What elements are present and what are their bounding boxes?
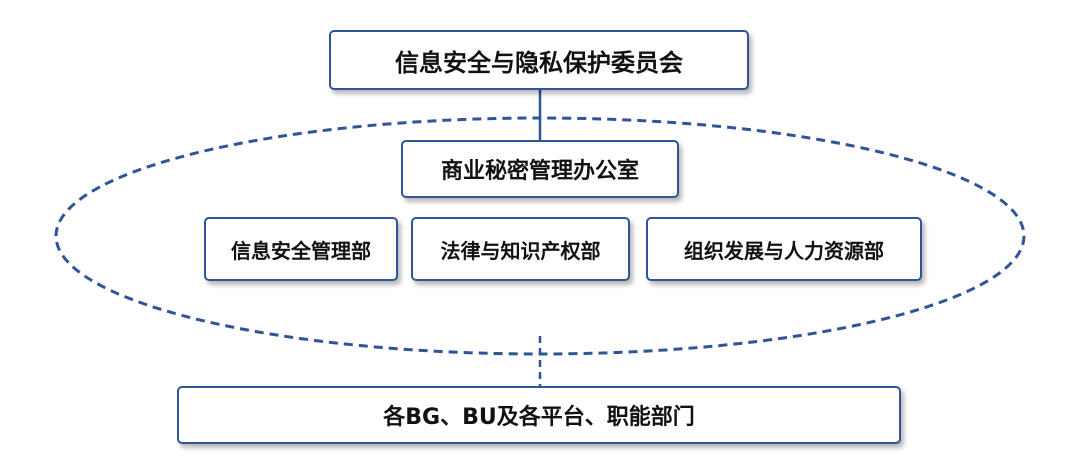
legal-ip-dept-box: 法律与知识产权部 (411, 217, 630, 281)
trade-secret-office-box: 商业秘密管理办公室 (401, 140, 679, 198)
committee-box: 信息安全与隐私保护委员会 (329, 30, 749, 90)
office-label: 商业秘密管理办公室 (440, 159, 639, 184)
od-hr-dept-box: 组织发展与人力资源部 (646, 217, 922, 281)
infosec-dept-label: 信息安全管理部 (231, 238, 371, 263)
legal-ip-dept-label: 法律与知识产权部 (440, 238, 601, 263)
business-units-label: 各BG、BU及各平台、职能部门 (383, 405, 695, 430)
infosec-dept-box: 信息安全管理部 (204, 217, 398, 281)
od-hr-dept-label: 组织发展与人力资源部 (684, 238, 884, 263)
business-units-box: 各BG、BU及各平台、职能部门 (177, 386, 901, 444)
committee-label: 信息安全与隐私保护委员会 (395, 48, 683, 77)
